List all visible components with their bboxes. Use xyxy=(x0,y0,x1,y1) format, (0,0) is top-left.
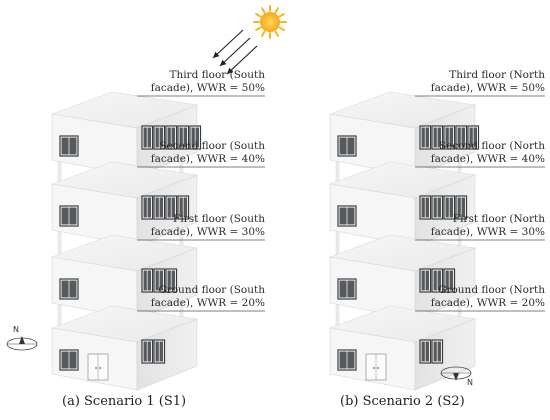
s1-floor-3 xyxy=(50,305,199,391)
s2-first-floor-label: First floor (North facade), WWR = 30% xyxy=(430,213,545,238)
s1-floor-0 xyxy=(50,91,202,177)
s1-first-floor-label: First floor (South facade), WWR = 30% xyxy=(150,213,265,238)
s1-second-floor-label: Second floor (South facade), WWR = 40% xyxy=(150,140,265,165)
s2-floor-0 xyxy=(328,91,480,177)
side-facade xyxy=(136,318,198,391)
s2-compass-north-label: N xyxy=(467,378,473,387)
s2-third-floor-label: Third floor (North facade), WWR = 50% xyxy=(430,69,545,94)
sun-icon xyxy=(253,5,287,39)
s2-floor-1 xyxy=(328,161,477,247)
s1-ground-floor-label: Ground floor (South facade), WWR = 20% xyxy=(150,284,265,309)
s2-floor-3 xyxy=(328,305,477,391)
s1-floor-2 xyxy=(50,234,199,320)
side-facade xyxy=(414,318,476,391)
s1-compass-icon xyxy=(6,336,38,351)
s2-compass-icon xyxy=(440,366,472,381)
s1-caption: (a) Scenario 1 (S1) xyxy=(62,394,187,409)
s2-caption: (b) Scenario 2 (S2) xyxy=(340,394,465,409)
s1-compass-north-label: N xyxy=(13,325,19,334)
sunlight-arrows-icon xyxy=(212,29,258,75)
s1-floor-1 xyxy=(50,161,199,247)
s2-floor-2 xyxy=(328,234,477,320)
s1-third-floor-label: Third floor (South facade), WWR = 50% xyxy=(150,69,265,94)
s2-second-floor-label: Second floor (North facade), WWR = 40% xyxy=(430,140,545,165)
s2-ground-floor-label: Ground floor (North facade), WWR = 20% xyxy=(430,284,545,309)
